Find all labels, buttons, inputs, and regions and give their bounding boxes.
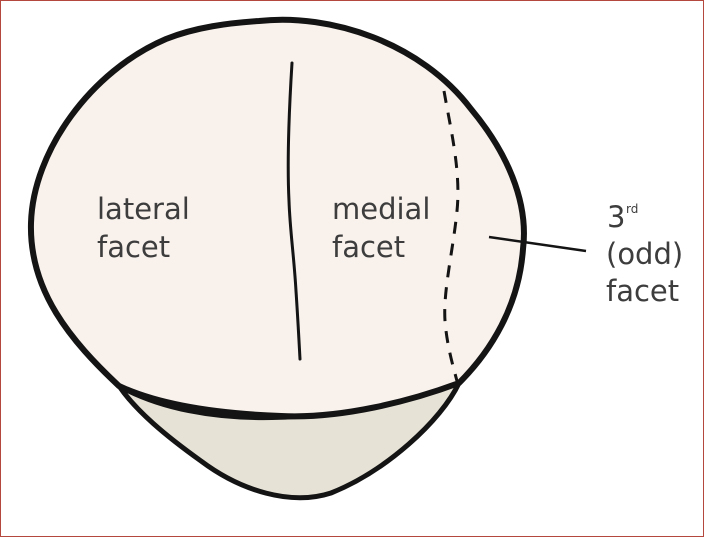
odd-facet-number: 3 xyxy=(607,200,625,234)
lateral-facet-label-line2: facet xyxy=(97,230,170,264)
medial-facet-label-line1: medial xyxy=(332,192,430,226)
odd-facet-superscript: rd xyxy=(626,202,638,216)
medial-facet-label-line2: facet xyxy=(332,230,405,264)
odd-facet-label-line3: facet xyxy=(606,274,679,308)
odd-facet-label-line2: (odd) xyxy=(606,237,683,271)
lateral-facet-label-line1: lateral xyxy=(97,192,190,226)
